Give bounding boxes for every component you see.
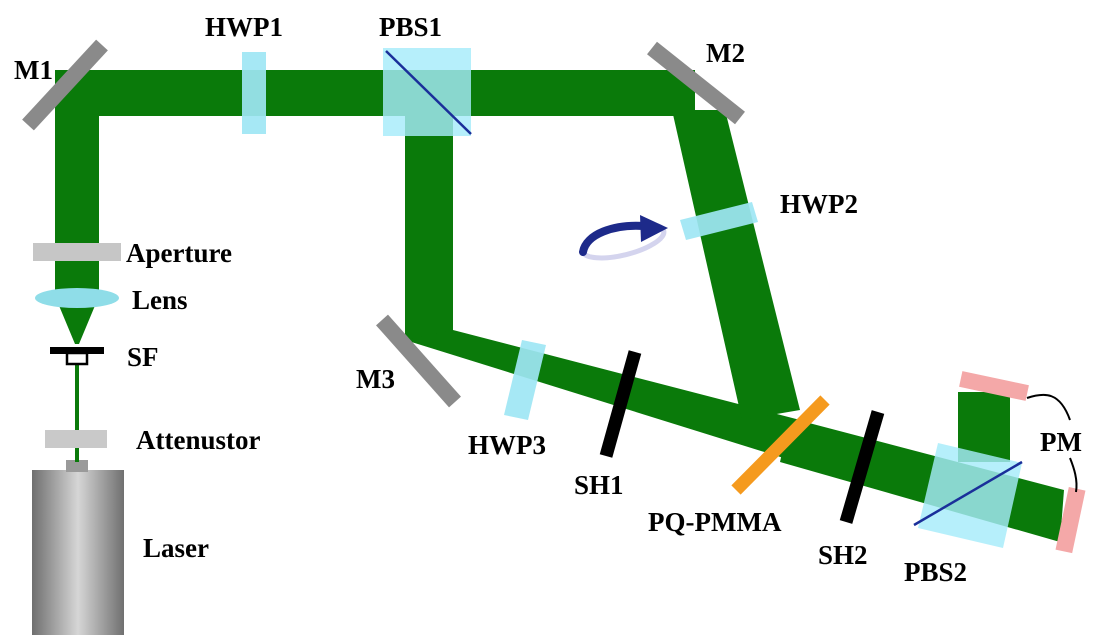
spatial-filter-bar [50,347,104,354]
half-wave-plate-1 [242,52,266,134]
laser-output-port [66,460,88,472]
label-m2: M2 [706,38,745,68]
label-pbs1: PBS1 [379,12,442,42]
label-pm: PM [1040,427,1082,457]
shutter-sh2 [839,410,885,524]
spatial-filter-pinhole [65,351,89,366]
laser-body [32,470,124,635]
label-pq-pmma: PQ-PMMA [648,507,782,537]
pq-pmma-sample [731,395,830,495]
beam-top-horizontal [55,70,695,116]
power-meter-wire-top [1026,393,1071,421]
label-hwp3: HWP3 [468,430,546,460]
power-meter-detector-right [1055,487,1086,554]
label-hwp1: HWP1 [205,12,283,42]
label-aperture: Aperture [126,238,232,268]
focused-beam-cone [55,296,99,344]
beam-pbs1-down [405,114,453,340]
label-pbs2: PBS2 [904,557,967,587]
mirror-m2 [647,41,745,125]
label-sh2: SH2 [818,540,868,570]
attenuator [45,430,107,448]
power-meter-detector-top [959,371,1029,401]
label-attenuator: Attenustor [136,425,260,455]
rotation-arrow-icon [579,221,648,256]
label-hwp2: HWP2 [780,189,858,219]
mirror-m3 [376,314,461,408]
beam-m3-to-sample [405,330,800,460]
half-wave-plate-2 [680,202,758,240]
label-sh1: SH1 [574,470,624,500]
shutter-sh1 [599,350,642,458]
label-m1: M1 [14,55,53,85]
pbs1-diagonal [385,50,472,135]
lens [35,288,119,308]
rotation-arrowhead-icon [640,215,668,242]
label-laser: Laser [143,533,209,563]
pbs2-diagonal [913,460,1023,527]
label-lens: Lens [132,285,188,315]
beam-m2-to-sample [672,110,800,420]
aperture [33,243,121,261]
mirror-m1 [22,39,108,131]
label-sf: SF [127,342,159,372]
half-wave-plate-3 [504,340,546,420]
power-meter-wire-bottom [1069,457,1078,493]
pbs2-cube [918,443,1022,548]
label-m3: M3 [356,364,395,394]
